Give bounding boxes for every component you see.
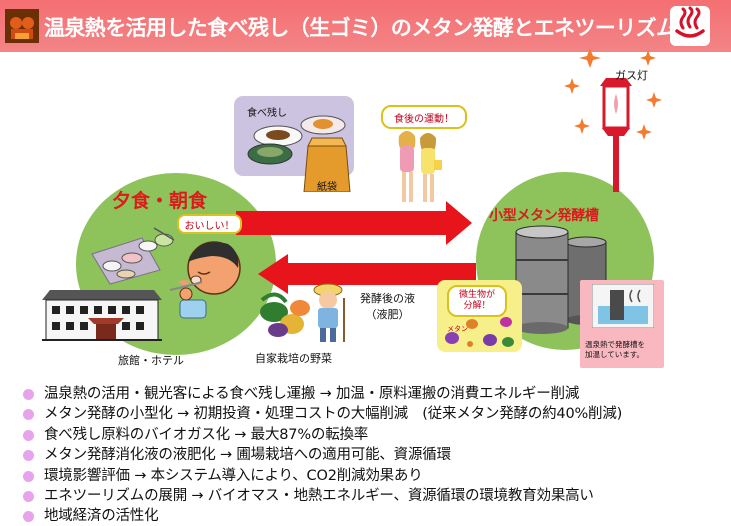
eating-person-icon: [169, 241, 241, 319]
hotel-label: 旅館・ホテル: [118, 354, 184, 367]
list-item: 食べ残し原料のバイオガス化 → 最大87%の転換率: [20, 425, 720, 445]
list-item: メタン発酵の小型化 → 初期投資・処理コストの大幅削減 (従来メタン発酵の約40…: [20, 404, 720, 424]
list-item: 温泉熱の活用・観光客による食べ残し運搬 → 加温・原料運搬の消費エネルギー削減: [20, 384, 720, 404]
list-item: 地域経済の活性化: [20, 506, 720, 526]
hotel-building-icon: [42, 290, 162, 341]
paper-bag-label: 紙袋: [317, 182, 337, 193]
title-band: 温泉熱を活用した食べ残し（生ゴミ）のメタン発酵とエネツーリズム: [0, 0, 731, 52]
bullet-dot: [23, 450, 34, 462]
bullet-dot: [23, 470, 34, 482]
microorganism-bubble: 微生物が 分解！: [447, 285, 507, 317]
food-waste-label: 食べ残し: [247, 108, 287, 119]
bullet-dot: [23, 429, 34, 441]
delicious-bubble: おいしい！: [177, 214, 242, 234]
bullet-dot: [23, 511, 34, 523]
bullet-dot: [23, 409, 34, 421]
page-title: 温泉熱を活用した食べ残し（生ゴミ）のメタン発酵とエネツーリズム: [44, 16, 677, 40]
hot-spring-tank-icon: [592, 284, 654, 328]
gas-lamp-label: ガス灯: [615, 69, 648, 82]
list-item: エネツーリズムの展開 → バイオマス・地熱エネルギー、資源循環の環境教育効果高い: [20, 486, 720, 506]
delicious-label: おいしい！: [184, 220, 235, 232]
leftover-plates-icon: [247, 115, 346, 165]
gas-lamp-icon: [564, 48, 662, 192]
bullet-dot: [23, 389, 34, 400]
exercise-bubble: 食後の運動！: [381, 105, 467, 129]
walking-women-icon: [398, 131, 442, 202]
food-waste-arrow: [236, 201, 472, 245]
microorganism-label: 微生物が 分解！: [458, 290, 495, 311]
bullet-dot: [23, 490, 34, 502]
dinner-breakfast-label: 夕食・朝食: [112, 190, 208, 212]
meal-dishes-icon: [91, 227, 175, 285]
list-item: メタン発酵消化液の液肥化 → 圃場栽培への適用可能、資源循環: [20, 445, 720, 465]
onsen-photo-icon: [5, 9, 39, 43]
methane-tank-label: 小型メタン発酵槽: [489, 208, 599, 224]
exercise-label: 食後の運動！: [394, 113, 454, 125]
hot-spring-icon: [670, 6, 710, 46]
paper-bag-icon: [303, 137, 351, 192]
vegetables-farmer-icon: [260, 283, 345, 342]
onsen-heat-label: 温泉熱で発酵槽を 加温しています。: [585, 340, 645, 359]
methane-label: メタン: [447, 325, 468, 333]
vegetables-label: 自家栽培の野菜: [255, 352, 332, 365]
liquid-fertilizer-label: 発酵後の液 （液肥）: [360, 292, 415, 321]
microbes-icon: [445, 317, 514, 347]
liquid-fertilizer-arrow: [258, 254, 476, 294]
benefits-list: 温泉熱の活用・観光客による食べ残し運搬 → 加温・原料運搬の消費エネルギー削減 …: [20, 384, 720, 526]
list-item: 環境影響評価 → 本システム導入により、CO2削減効果あり: [20, 466, 720, 486]
